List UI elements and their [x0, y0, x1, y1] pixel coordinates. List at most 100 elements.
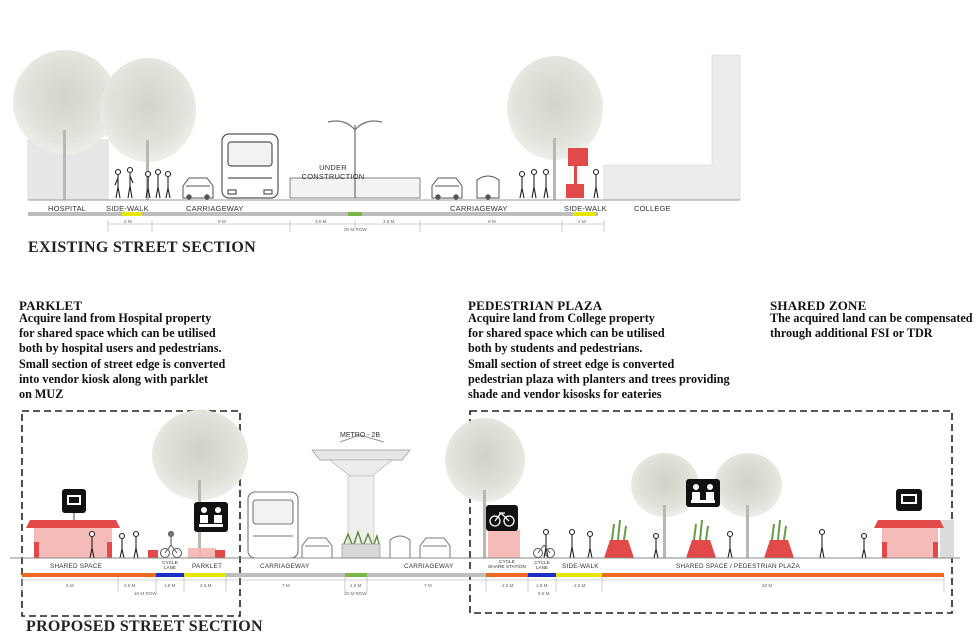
dimension-label: 2 M: [124, 219, 132, 224]
auto-rickshaw: [389, 535, 411, 559]
car: [182, 177, 214, 200]
zone-label-shared-space: SHARED SPACE: [50, 563, 102, 570]
dimension-label: 2.5 M: [574, 583, 586, 588]
pedestrian-group: [114, 166, 172, 199]
dimension-label: 2.5 M: [502, 583, 514, 588]
zone-label-college: COLLEGE: [634, 204, 671, 213]
parklet-line: both by hospital users and pedestrians.: [19, 341, 222, 356]
cycle-share-station: [488, 530, 520, 558]
tree: [100, 58, 196, 200]
metro-label: METRO - 2B: [340, 432, 381, 439]
zone-label-hospital: HOSPITAL: [48, 204, 87, 213]
cycle-lane-band: [156, 573, 184, 577]
bus: [247, 491, 299, 559]
vendor-kiosk-icon: [62, 489, 86, 520]
dimension-label: 2.5 M: [200, 583, 212, 588]
zone-label-cycle-share-station: CYCLE SHARE STATION: [482, 560, 532, 570]
share-station-band: [486, 573, 528, 577]
pedestrian-group: [88, 528, 868, 559]
car: [431, 177, 463, 200]
sidewalk-marker-yellow: [573, 212, 595, 216]
dimension-label: 9 M: [218, 219, 226, 224]
sidewalk-marker-yellow: [122, 212, 142, 216]
dimension-label: 2 M: [578, 219, 586, 224]
zone-label-under-construction-line1: UNDER: [319, 163, 347, 172]
tree: [445, 418, 525, 558]
seating-icon: [686, 479, 720, 507]
dimension-label-row: 30 M ROW: [344, 591, 367, 596]
dimension-label: 1.8 M: [536, 583, 548, 588]
tree: [507, 56, 603, 200]
dimension-label: 7 M: [282, 583, 290, 588]
parklet-seating: [188, 548, 216, 558]
tree: [714, 453, 782, 558]
bus: [221, 133, 279, 199]
tree: [13, 50, 117, 200]
vendor-kiosk-icon: [896, 489, 922, 511]
seating-icon: [194, 502, 228, 532]
shared-zone-line: through additional FSI or TDR: [770, 326, 933, 341]
vendor-kiosk: [874, 520, 954, 558]
zone-label-cycle-lane-line1: CYCLE: [162, 560, 178, 565]
plaza-heading: PEDESTRIAN PLAZA: [468, 298, 603, 313]
zone-label-under-construction: UNDER CONSTRUCTION: [300, 163, 366, 181]
dimension-label: 9 M: [488, 219, 496, 224]
shared-zone-description: The acquired land can be compensated thr…: [770, 311, 973, 341]
zone-label-cycle-lane-line2: LANE: [163, 565, 176, 570]
planter: [764, 519, 794, 558]
zone-label-carriageway: CARRIAGEWAY: [404, 563, 454, 570]
dimension-label-sub: 8.6 M: [538, 591, 550, 596]
dimension-label-row: 30 M ROW: [344, 227, 367, 232]
dimension-label: 1.8 M: [164, 583, 176, 588]
zone-label-sidewalk: SIDE-WALK: [106, 204, 149, 213]
dimension-label: 3.5 M: [315, 219, 327, 224]
plaza-description: Acquire land from College property for s…: [468, 311, 730, 402]
zone-label-cycle-lane-line2: LANE: [535, 565, 548, 570]
parklet-band: [184, 573, 226, 577]
existing-section: [13, 50, 741, 232]
plaza-band: [602, 573, 944, 577]
pedestrian-group: [518, 168, 600, 199]
zone-label-plaza: SHARED SPACE / PEDESTRIAN PLAZA: [676, 563, 800, 570]
plaza-line: pedestrian plaza with planters and trees…: [468, 371, 730, 386]
cycle-lane-band: [528, 573, 556, 577]
tree: [152, 410, 248, 558]
planter: [686, 519, 716, 558]
shared-zone-line: The acquired land can be compensated: [770, 311, 973, 325]
shared-space-band: [22, 573, 156, 577]
dimension-label: 1.8 M: [350, 583, 362, 588]
zone-label-parklet: PARKLET: [192, 563, 223, 570]
cyclist: [160, 531, 182, 558]
parklet-line: Acquire land from Hospital property: [19, 311, 212, 325]
dimension-label: 7 M: [424, 583, 432, 588]
zone-label-carriageway: CARRIAGEWAY: [186, 204, 244, 213]
parklet-line: for shared space which can be utilised: [19, 326, 216, 341]
existing-section-title: EXISTING STREET SECTION: [28, 239, 257, 256]
dimension-label: 5 M: [66, 583, 74, 588]
zone-label-cycle-lane: CYCLE LANE: [156, 560, 184, 570]
parklet-line: Small section of street edge is converte…: [19, 356, 226, 371]
zone-label-under-construction-line2: CONSTRUCTION: [301, 172, 365, 181]
zone-label-cycle-lane-line1: CYCLE: [534, 560, 550, 565]
zone-label-carriageway: CARRIAGEWAY: [450, 204, 508, 213]
parklet-line: on MUZ: [19, 387, 64, 402]
zone-label-cycle-share-line1: CYCLE: [499, 560, 515, 565]
tree: [631, 453, 699, 558]
parklet-description: Acquire land from Hospital property for …: [19, 311, 225, 402]
zone-label-carriageway: CARRIAGEWAY: [260, 563, 310, 570]
dimension-label: 20 M: [762, 583, 773, 588]
zone-label-cycle-share-line2: SHARE STATION: [488, 565, 526, 571]
planter: [341, 543, 381, 559]
parklet-heading: PARKLET: [19, 298, 83, 313]
dimension-label-sub: 10 M ROW: [134, 591, 157, 596]
vendor-kiosk: [566, 148, 588, 198]
auto-rickshaw: [476, 175, 500, 200]
dimension-label: 2.5 M: [124, 583, 136, 588]
proposed-section: [10, 410, 960, 617]
bicycle-icon: [486, 505, 518, 531]
plaza-frame: [469, 410, 953, 614]
median-band: [345, 573, 367, 577]
college-building: [603, 54, 741, 201]
plaza-line: both by students and pedestrians.: [468, 341, 643, 356]
